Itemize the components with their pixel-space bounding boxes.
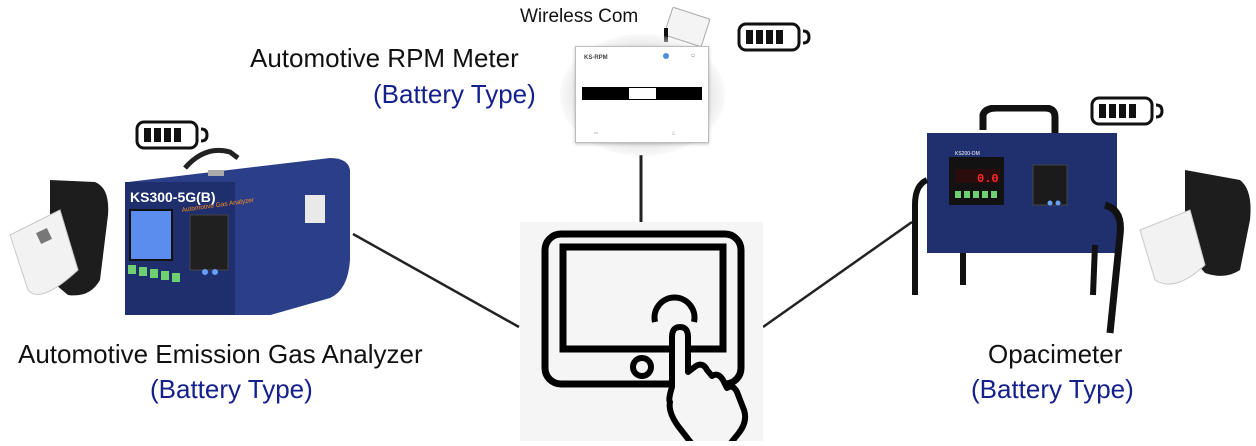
opacimeter-title: Opacimeter [988, 339, 1123, 369]
opacimeter-unit [912, 105, 1124, 334]
battery-icon-rpm [737, 22, 811, 52]
battery-bar [1119, 104, 1126, 118]
rpm-meter-subtitle: (Battery Type) [373, 79, 536, 109]
rpm-meter-title: Automotive RPM Meter [250, 43, 519, 73]
opacimeter-model-label: KS200-OM [955, 151, 980, 157]
portable-printer-right [1139, 170, 1251, 285]
battery-bar [746, 30, 753, 44]
portable-printer-left [9, 180, 109, 296]
opacimeter-subtitle: (Battery Type) [971, 374, 1134, 404]
battery-bar [174, 128, 181, 142]
rpm-status-led [663, 53, 669, 59]
battery-icon-opacimeter [1090, 96, 1164, 126]
connector-opacimeter [762, 220, 913, 329]
tablet-touch-icon [541, 230, 749, 446]
power-icon: ⏻ [691, 53, 695, 58]
rpm-model-label: KS-RPM [584, 55, 608, 61]
output-port-icon: △ [672, 130, 676, 135]
gas-analyzer-unit [125, 147, 350, 315]
rpm-display-window [629, 88, 656, 99]
battery-bar [164, 128, 171, 142]
opacimeter-device: KS200-OM 0.0 [912, 105, 1251, 334]
battery-bar [144, 128, 151, 142]
connector-gas-analyzer [352, 232, 520, 329]
battery-bar [154, 128, 161, 142]
battery-bar [1099, 104, 1106, 118]
rpm-meter-device: KS-RPM ⏻ ▭ △ [575, 46, 709, 143]
rpm-display-band [582, 87, 702, 100]
wireless-com-label: Wireless Com [520, 6, 639, 27]
sensor-port-icon: ▭ [594, 130, 598, 135]
gas-analyzer-model-label: KS300-5G(B) [130, 189, 216, 205]
gas-analyzer-device: KS300-5G(B) Automotive Gas Analyzer [9, 147, 350, 315]
opacimeter-display-value: 0.0 [977, 172, 999, 186]
battery-bar [756, 30, 763, 44]
gas-analyzer-subtitle: (Battery Type) [150, 374, 313, 404]
battery-icon-gas-analyzer [135, 120, 209, 150]
battery-bar [776, 30, 783, 44]
gas-analyzer-title: Automotive Emission Gas Analyzer [18, 339, 423, 369]
battery-bar [1109, 104, 1116, 118]
battery-bar [1129, 104, 1136, 118]
dongle-antenna [664, 28, 668, 42]
tablet-hub [520, 222, 763, 446]
battery-bar [766, 30, 773, 44]
